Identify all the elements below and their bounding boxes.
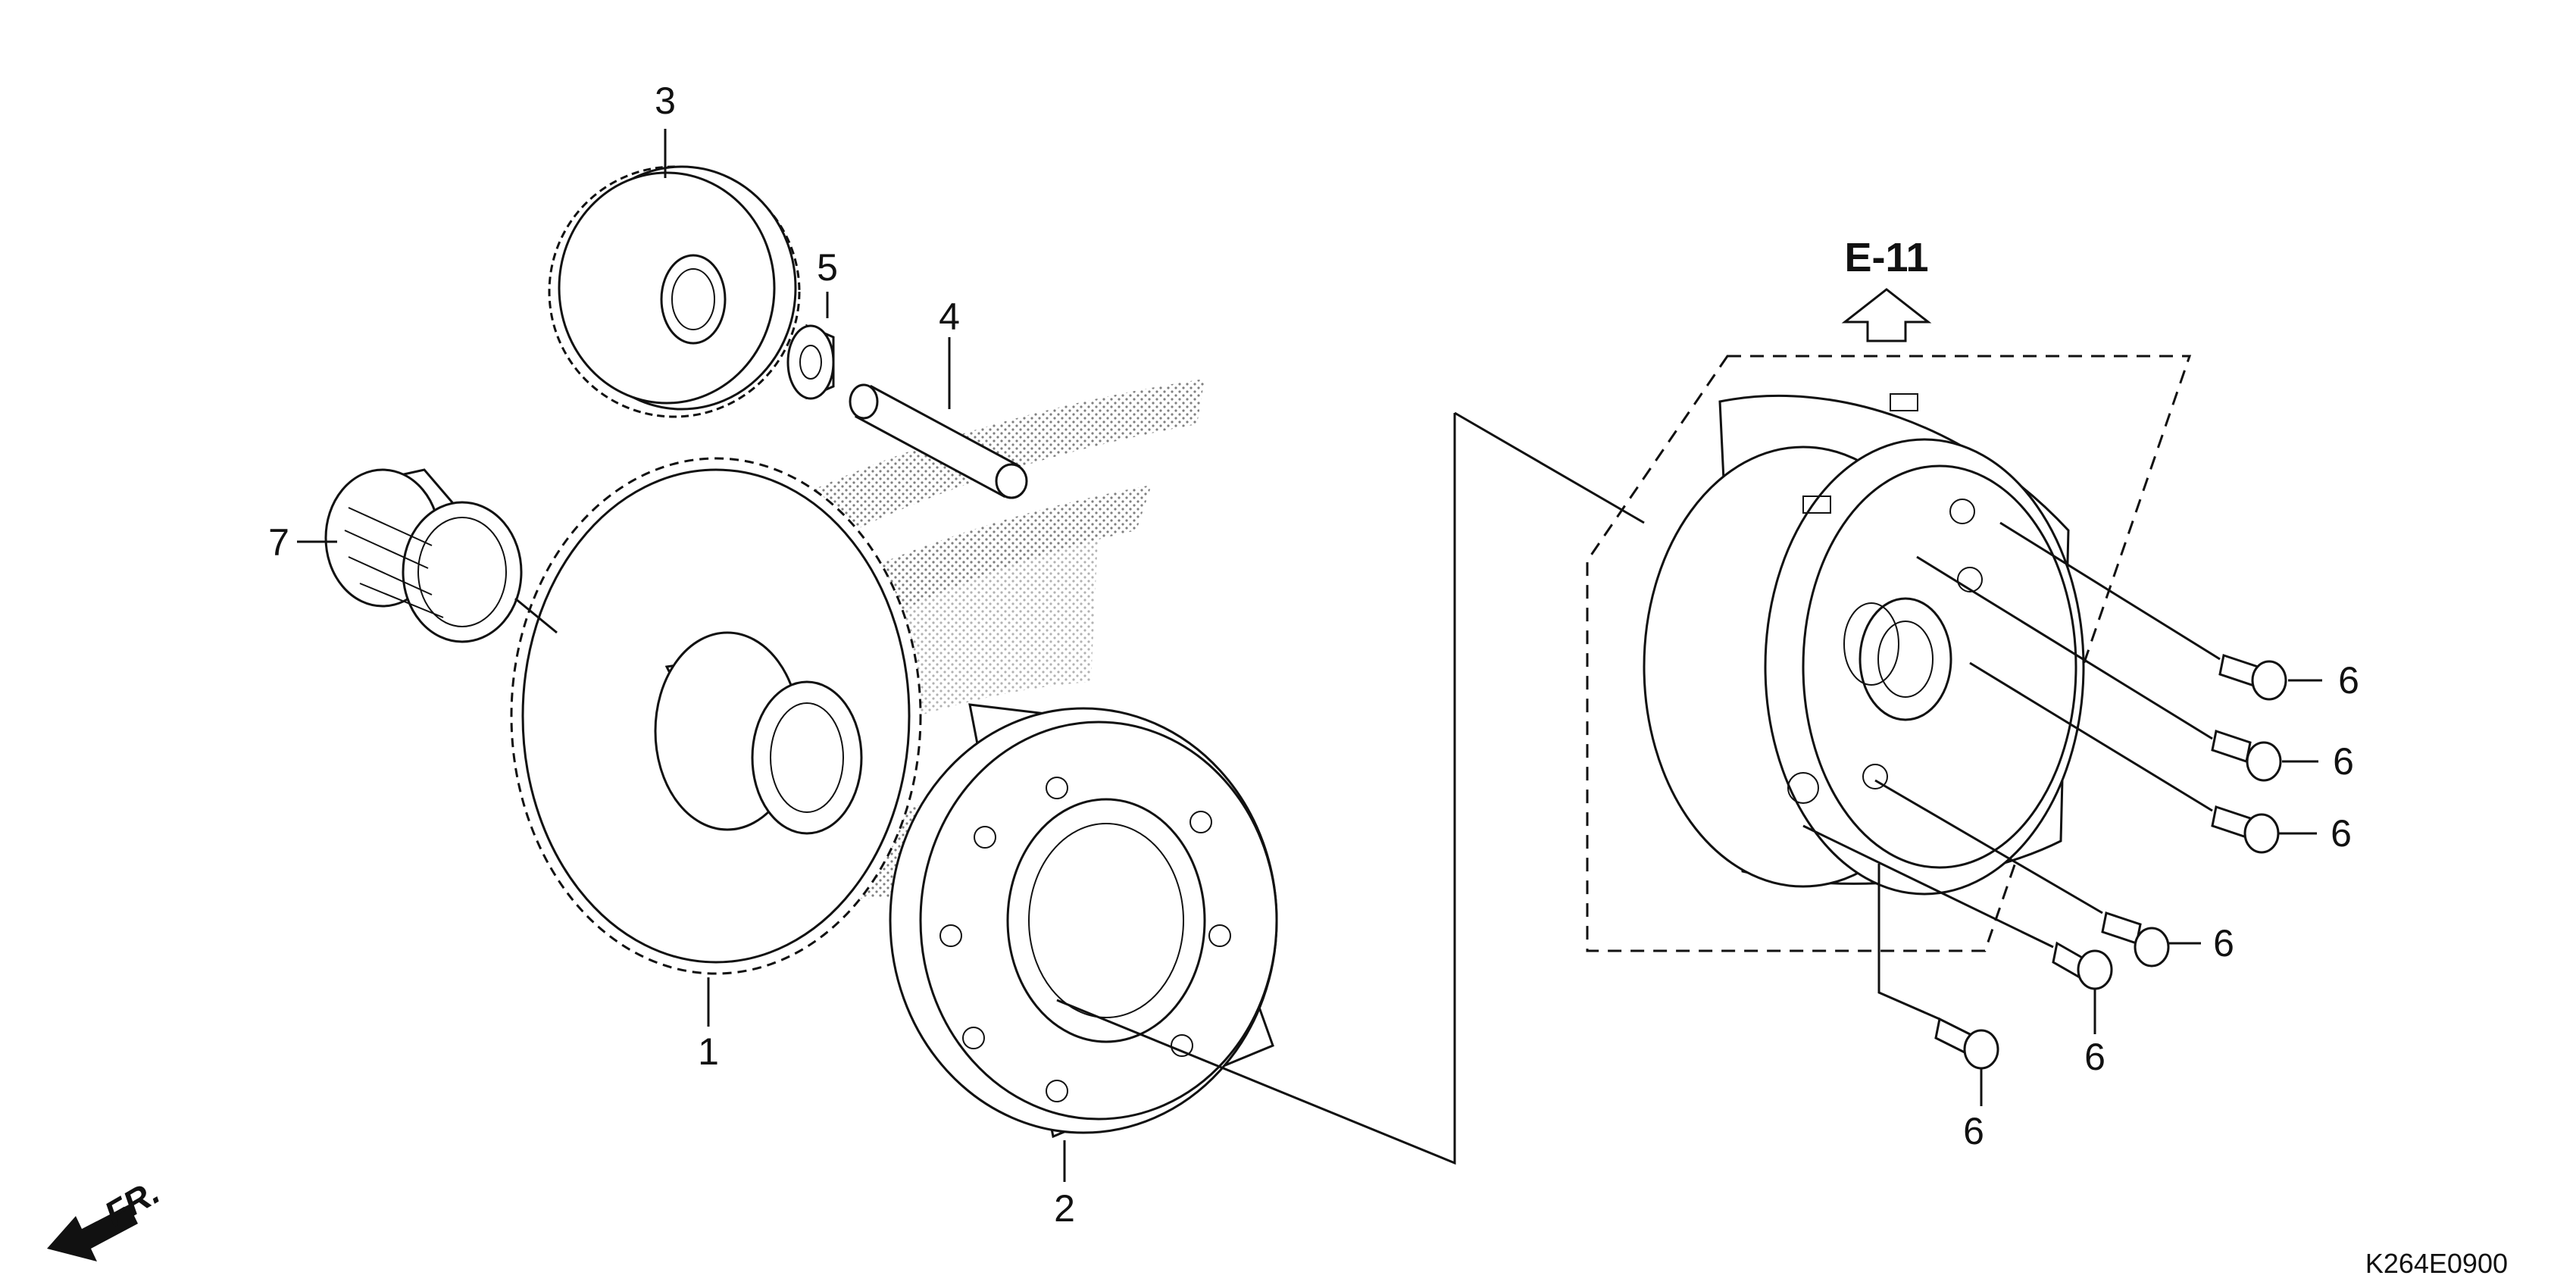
- bolt: [2211, 730, 2282, 782]
- needle-bearing-part-7: [324, 468, 523, 643]
- callout-6: 6: [2084, 1036, 2106, 1078]
- bolt: [2101, 911, 2170, 968]
- callout-6: 6: [2213, 922, 2234, 964]
- bolt: [1934, 1017, 1999, 1070]
- callout-5: 5: [817, 246, 838, 289]
- bushing-part-5: [786, 324, 835, 400]
- flywheel-assembly: [1586, 355, 2192, 952]
- bolts-part-6: [1934, 654, 2287, 1070]
- callout-4: 4: [939, 295, 960, 338]
- gear-part-1: [510, 457, 922, 975]
- callout-3: 3: [655, 80, 676, 122]
- callout-1: 1: [698, 1030, 719, 1073]
- bolt: [2218, 654, 2287, 701]
- clutch-housing-part-2: [889, 703, 1278, 1139]
- bolt: [2052, 941, 2113, 990]
- leader-lines: [297, 129, 2322, 1182]
- arrow-down-left-icon: [47, 1205, 138, 1261]
- bolt: [2211, 805, 2280, 854]
- callout-7: 7: [268, 521, 289, 564]
- callout-6: 6: [2331, 812, 2352, 855]
- callout-6: 6: [1963, 1110, 1984, 1152]
- drawing-code: K264E0900: [2365, 1248, 2508, 1279]
- callout-2: 2: [1054, 1187, 1075, 1230]
- callout-6: 6: [2338, 659, 2359, 702]
- gear-part-3: [548, 165, 801, 418]
- reference-label: E-11: [1844, 235, 1928, 280]
- shaft-part-4: [849, 383, 1028, 499]
- callout-6: 6: [2333, 740, 2354, 783]
- hollow-up-arrow-icon: [1841, 288, 1932, 342]
